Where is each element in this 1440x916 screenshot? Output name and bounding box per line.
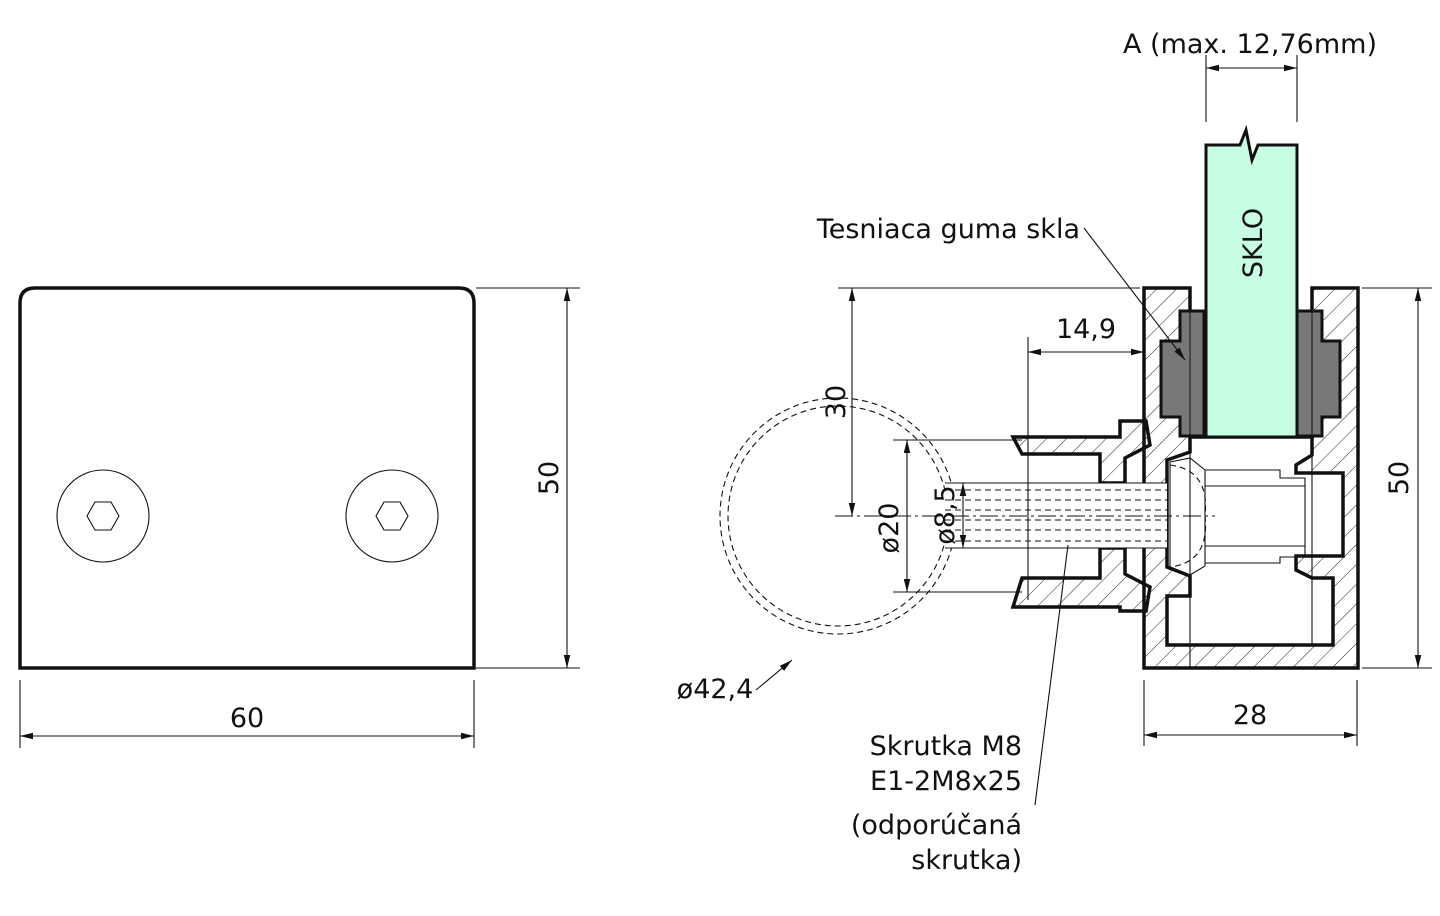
dim-glass-thickness-label: A (max. 12,76mm) (1123, 29, 1377, 60)
screw-head-right (345, 469, 439, 563)
dim-center-height: 30 (821, 287, 1140, 516)
dim-thread: ø8,5 (930, 482, 990, 549)
dim-body-height-label: 50 (1384, 461, 1415, 495)
dim-offset-label: 14,9 (1056, 314, 1116, 345)
dim-glass-thickness: A (max. 12,76mm) (1123, 29, 1377, 122)
screw-head-left (56, 469, 150, 563)
screw-label-line: (odporúčaná (851, 810, 1022, 841)
dim-depth-label: 28 (1233, 700, 1267, 731)
dim-height: 50 (476, 287, 580, 669)
dim-width-label: 60 (230, 703, 264, 734)
glass-label: SKLO (1238, 208, 1269, 278)
front-view: 60 50 (18, 286, 580, 748)
dim-tube-inner: ø20 (874, 439, 1022, 593)
screw-label: Skrutka M8 E1-2M8x25 (odporúčaná skrutka… (851, 544, 1069, 876)
dim-height-label: 50 (534, 461, 565, 495)
pipe-dim-label: ø42,4 (677, 674, 754, 705)
dim-center-height-label: 30 (821, 385, 852, 419)
dim-body-height: 50 (1362, 287, 1432, 669)
dim-offset: 14,9 (1027, 314, 1144, 600)
screw-label-line: skrutka) (911, 845, 1022, 876)
dim-depth: 28 (1143, 680, 1358, 746)
dim-width: 60 (19, 680, 475, 748)
clamp-cavity (1165, 435, 1345, 647)
tube-stub (1010, 419, 1152, 485)
clamp-outline (18, 286, 476, 670)
screw-head-section (1169, 457, 1206, 576)
gasket-label: Tesniaca guma skla (816, 214, 1080, 245)
glass-panel (1204, 124, 1299, 439)
screw-label-line: Skrutka M8 (870, 731, 1022, 762)
section-view: SKLO A (max. 12,76mm) Tesniaca guma skla… (677, 29, 1432, 876)
hex-socket-icon (375, 501, 409, 531)
dim-tube-inner-label: ø20 (874, 503, 905, 554)
hex-socket-icon (86, 501, 120, 531)
dim-thread-label: ø8,5 (930, 485, 961, 544)
screw-label-line: E1-2M8x25 (870, 766, 1022, 797)
